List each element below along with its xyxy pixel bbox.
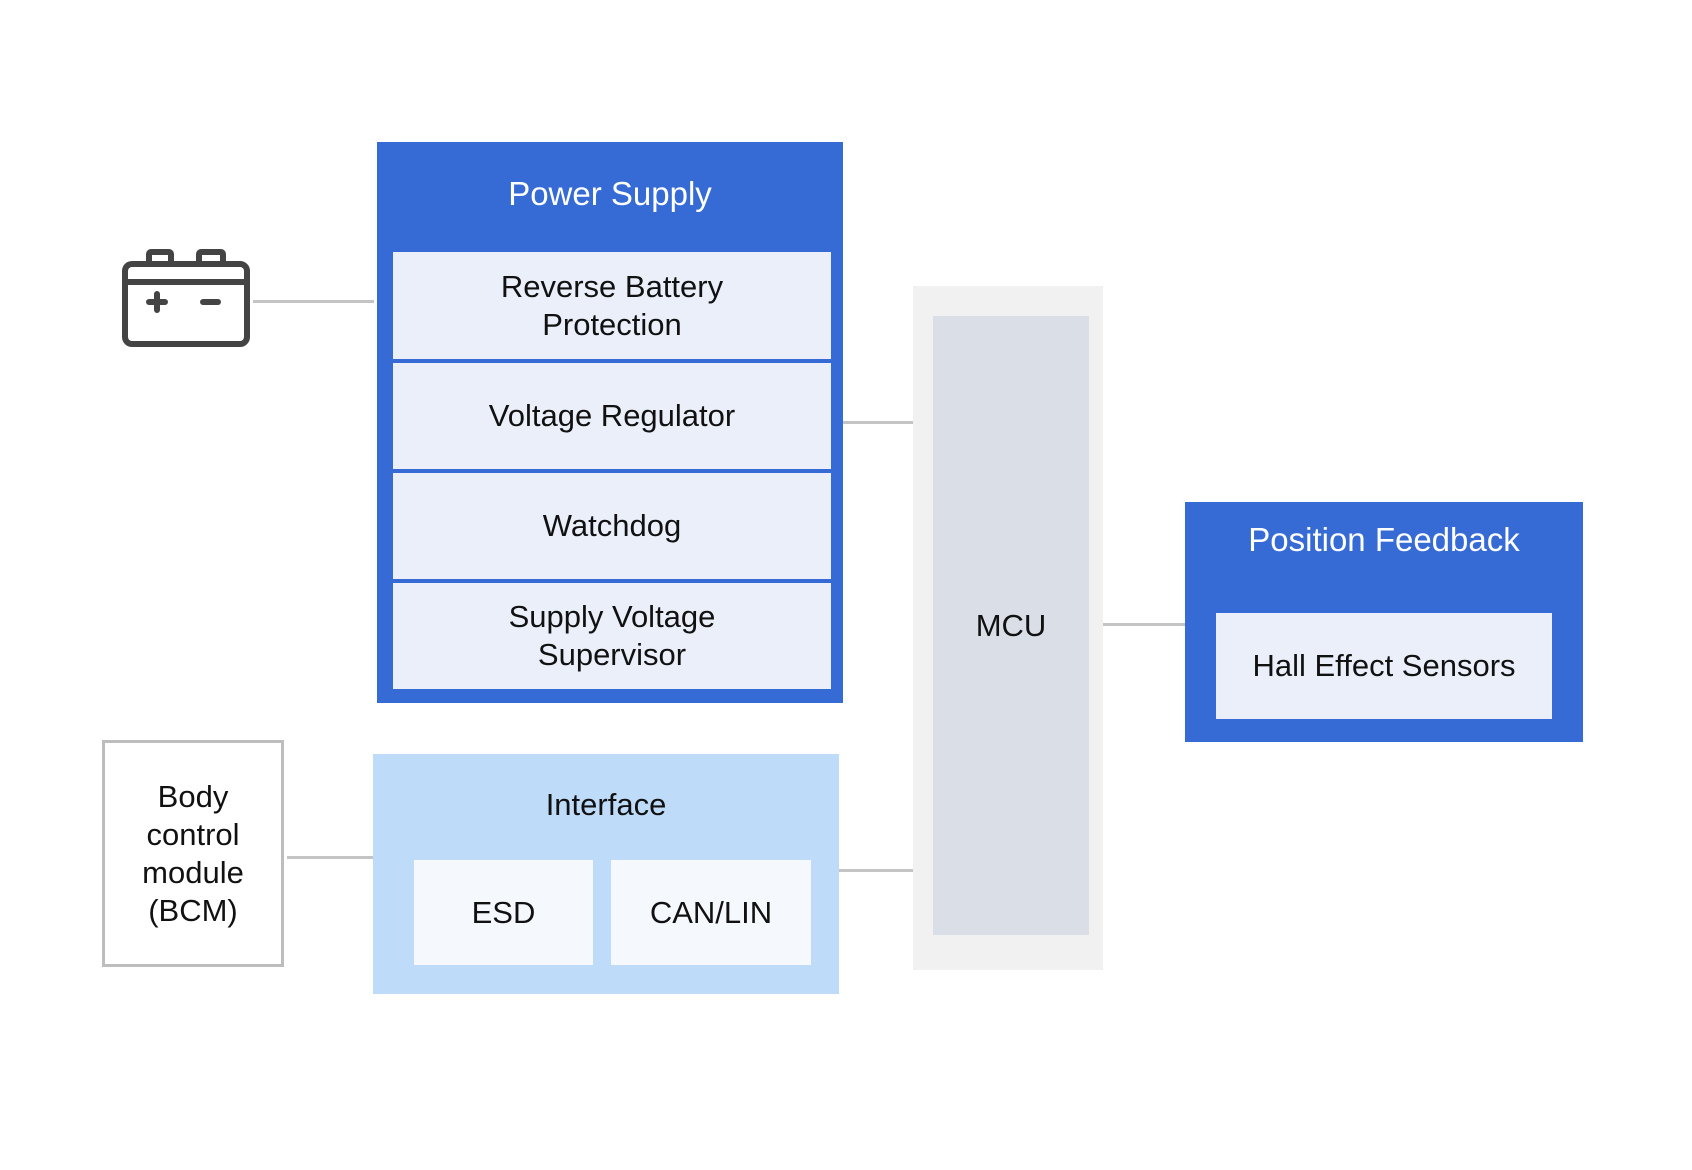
- block-label: Supply Voltage Supervisor: [508, 599, 716, 672]
- esd-block: ESD: [414, 860, 593, 965]
- block-label: Voltage Regulator: [488, 398, 736, 433]
- block-label: ESD: [471, 894, 536, 930]
- bcm-block: Body control module (BCM): [102, 740, 284, 967]
- block-label: CAN/LIN: [649, 894, 773, 930]
- connector-power-mcu: [843, 421, 913, 424]
- connector-bcm-interface: [287, 856, 373, 859]
- can-lin-block: CAN/LIN: [611, 860, 811, 965]
- reverse-battery-protection-block: Reverse Battery Protection: [393, 252, 831, 359]
- mcu-label: MCU: [975, 607, 1047, 643]
- supply-voltage-supervisor-block: Supply Voltage Supervisor: [393, 583, 831, 689]
- block-label: Reverse Battery Protection: [500, 268, 724, 342]
- connector-mcu-position: [1103, 623, 1185, 626]
- hall-effect-sensors-block: Hall Effect Sensors: [1216, 613, 1552, 719]
- block-label: Hall Effect Sensors: [1252, 648, 1516, 683]
- connector-battery-power: [253, 300, 374, 303]
- interface-title: Interface: [545, 787, 667, 822]
- mcu-block: MCU: [933, 316, 1089, 935]
- power-supply-title: Power Supply: [508, 175, 712, 212]
- battery-icon: [118, 245, 252, 349]
- voltage-regulator-block: Voltage Regulator: [393, 363, 831, 469]
- block-label: Watchdog: [542, 508, 682, 543]
- bcm-label: Body control module (BCM): [142, 778, 244, 928]
- connector-interface-mcu: [839, 869, 913, 872]
- position-feedback-title: Position Feedback: [1248, 521, 1520, 558]
- watchdog-block: Watchdog: [393, 473, 831, 579]
